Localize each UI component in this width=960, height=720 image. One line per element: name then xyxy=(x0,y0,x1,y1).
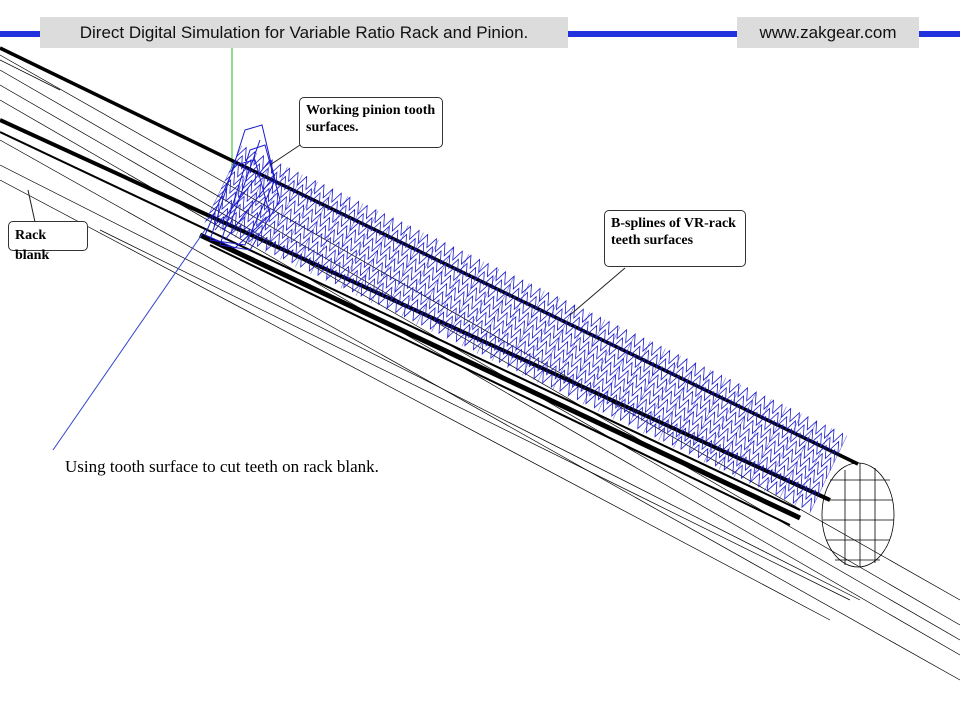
tooth-cross-line xyxy=(643,355,681,434)
tooth-cross-line xyxy=(673,370,711,448)
tooth-cross-line xyxy=(779,421,817,499)
tooth-cross-line xyxy=(582,326,621,405)
figure-caption: Using tooth surface to cut teeth on rack… xyxy=(65,457,379,476)
tooth-cross-line xyxy=(507,290,545,369)
tooth-cross-line xyxy=(340,210,379,289)
pinion-tooth-surfaces xyxy=(204,124,281,251)
website-label: www.zakgear.com xyxy=(737,17,919,48)
tooth-cross-line xyxy=(416,247,454,325)
tooth-cross-line xyxy=(537,305,575,383)
tooth-cross-line xyxy=(522,297,560,376)
callout-working-line2: surfaces. xyxy=(306,120,359,135)
tooth-cross-line xyxy=(688,377,727,456)
tooth-cross-line xyxy=(628,348,666,427)
slide-title: Direct Digital Simulation for Variable R… xyxy=(40,17,568,48)
callout-bsplines: B-splines of VR-rack teeth surfaces xyxy=(604,210,746,267)
vr-rack-teeth-bsplines xyxy=(204,145,848,514)
tooth-cross-line xyxy=(718,392,757,470)
tooth-cross-line xyxy=(794,428,832,506)
tooth-cross-line xyxy=(612,341,651,419)
tooth-cross-line xyxy=(431,254,469,332)
tooth-cross-line xyxy=(476,276,515,354)
tooth-cross-line xyxy=(597,334,636,412)
tooth-cross-line xyxy=(733,399,772,477)
callout-rack-blank: Rack blank xyxy=(8,221,88,263)
tooth-cross-line xyxy=(310,196,348,274)
tooth-cross-line xyxy=(265,174,303,253)
callout-working-line1: Working pinion tooth xyxy=(306,103,436,118)
tooth-cross-line xyxy=(567,319,606,398)
tooth-cross-line xyxy=(552,312,590,390)
tooth-cross-line xyxy=(325,203,364,282)
tooth-cross-line xyxy=(370,225,409,303)
rack-heavy-edges xyxy=(0,46,859,526)
tooth-cross-line xyxy=(764,413,802,492)
callout-bspline-line2: teeth surfaces xyxy=(611,233,694,248)
tooth-cross-line xyxy=(234,160,273,238)
tooth-cross-line xyxy=(386,232,424,311)
callout-bspline-line1: B-splines of VR-rack xyxy=(611,216,736,231)
tooth-cross-line xyxy=(491,283,530,361)
callout-rack-line1: Rack blank xyxy=(15,228,50,263)
tooth-cross-line xyxy=(249,167,288,245)
callout-leader-lines xyxy=(27,144,626,316)
tooth-cross-line xyxy=(401,239,439,318)
tooth-cross-line xyxy=(461,268,500,347)
tooth-cross-line xyxy=(446,261,485,340)
tooth-cross-line xyxy=(280,181,318,260)
tooth-cross-line xyxy=(658,363,696,441)
tooth-cross-line xyxy=(809,435,848,514)
tooth-cross-line xyxy=(295,189,333,267)
callout-working-pinion: Working pinion tooth surfaces. xyxy=(299,97,443,148)
tooth-cross-line xyxy=(749,406,787,485)
rack-end-cap xyxy=(821,462,895,568)
tooth-cross-line xyxy=(703,384,742,463)
caption-pointer-line xyxy=(52,229,206,451)
tooth-cross-line xyxy=(355,218,394,296)
